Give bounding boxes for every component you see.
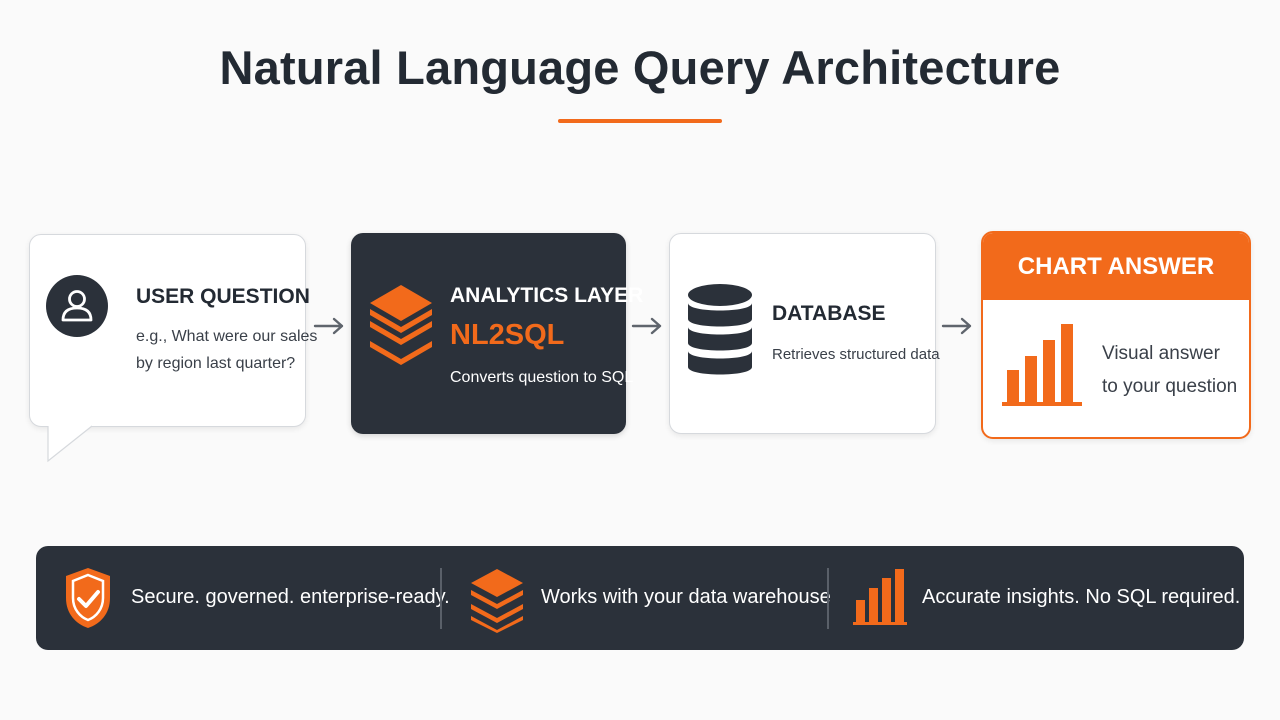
arrow-right-icon [941, 317, 972, 335]
layers-icon [471, 569, 523, 633]
chart-answer-heading: CHART ANSWER [983, 233, 1249, 300]
chart-answer-line-2: to your question [1102, 376, 1238, 397]
analytics-layer-heading: ANALYTICS LAYER [450, 284, 644, 307]
database-card [669, 233, 936, 434]
page-title: Natural Language Query Architecture [219, 41, 1061, 94]
shield-check-icon [66, 568, 110, 628]
bar-chart-icon [1002, 324, 1082, 406]
footer-item-secure: Secure. governed. enterprise-ready. [131, 586, 450, 608]
user-icon [46, 275, 108, 337]
user-question-line-2: by region last quarter? [136, 355, 296, 372]
nl2sql-label: NL2SQL [450, 319, 565, 351]
footer-divider [440, 568, 442, 629]
layers-icon [370, 285, 432, 365]
database-description: Retrieves structured data [772, 346, 940, 363]
footer-item-warehouse: Works with your data warehouse [541, 586, 831, 608]
analytics-layer-card [351, 233, 626, 434]
arrow-right-icon [313, 317, 344, 335]
chart-answer-line-1: Visual answer [1102, 343, 1220, 364]
database-icon [688, 284, 752, 375]
speech-bubble-tail [30, 420, 120, 463]
footer-banner [36, 546, 1244, 650]
user-question-line-1: e.g., What were our sales [136, 328, 318, 345]
footer-item-accurate: Accurate insights. No SQL required. [922, 586, 1241, 608]
arrow-right-icon [631, 317, 662, 335]
analytics-layer-description: Converts question to SQL [450, 369, 634, 386]
user-question-heading: USER QUESTION [136, 285, 310, 308]
title-underline [558, 119, 722, 123]
footer-divider [827, 568, 829, 629]
database-heading: DATABASE [772, 302, 886, 325]
bar-chart-icon [853, 569, 907, 625]
